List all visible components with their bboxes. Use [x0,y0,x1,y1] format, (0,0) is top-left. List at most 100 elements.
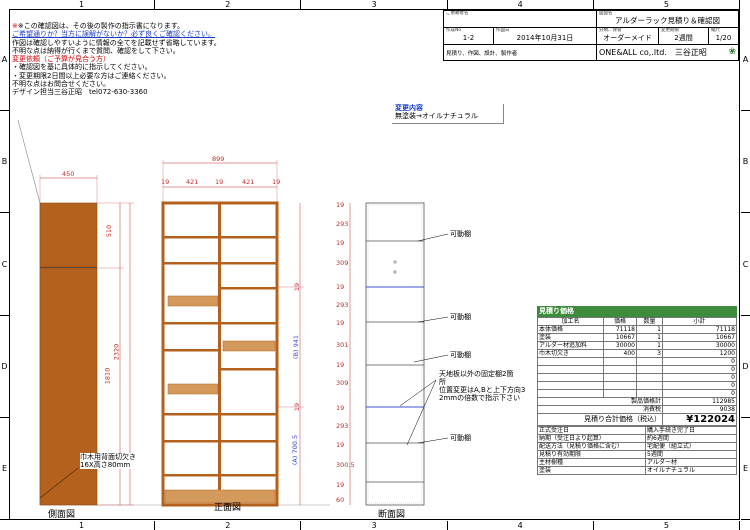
callout-movable-shelf: 可動棚 [450,351,471,359]
estimate-header: 価格 [603,317,637,326]
note-line: 不明な点は納得が行くまで質問、確認をして下さい。 [12,46,180,55]
callout-fixed-shelf-note: 天地板以外の固定棚2箇 所 位置変更はA,Bと上下方向3 2mmの倍数で指示下さ… [439,370,531,402]
note-line: デザイン担当三谷正昭 tel072-630-3360 [12,88,148,97]
fixed-note-line: 天地板以外の固定棚2箇 [439,370,514,378]
dim-front-b: (B) 941 [292,334,301,360]
column-label: 4 [448,0,594,9]
estimate-title: 見積り価格 [537,306,737,317]
row-label: D [741,316,750,418]
side-lower-cabinet [39,267,98,506]
dim-side-width: 450 [62,170,75,178]
row-label: E [0,418,9,521]
dim-front-part: 421 [242,178,255,186]
estimate-header: 加工名 [537,317,604,326]
dim-section: 60 [336,496,345,504]
category-value: オーダーメイド [603,34,652,42]
row-label: B [0,111,9,214]
dim-front-part: 421 [186,178,199,186]
row-label: C [0,213,9,316]
change-box: 変更内容 無塗装→オイルナチュラル [392,104,504,124]
wall-line [17,119,41,204]
row-label: C [741,213,750,316]
column-label: 1 [9,521,156,530]
date-value: 2014年10月31日 [516,34,574,42]
callout-movable-shelf: 可動棚 [450,230,471,238]
front-center-divider [218,203,221,505]
client-label: ご依頼者名 [446,11,469,16]
side-upper-cabinet [39,202,98,268]
dim-front-part: 19 [215,178,224,186]
note-line-heading: 変更依頼（ご予算が見合う方） [12,55,110,64]
front-shelves [163,236,277,477]
side-view-label: 側面図 [48,510,76,520]
dim-front-a: (A) 700.5 [291,434,300,466]
dim-section: 19 [336,239,345,247]
company-logo-icon: ❀ [728,47,736,57]
callout-wiring-cutout: 巾木用背面切欠き 16X高さ80mm [80,453,136,469]
drawing-title: アルダーラック見積り＆確認図 [615,16,720,25]
note-line: ・確認図を基に具体的に指示してください。 [12,63,152,72]
section-view-label: 断面図 [378,510,406,520]
category-label: 分類、保管 [599,28,622,33]
callout-movable-shelf: 可動棚 [450,313,471,321]
front-fixed-shelf [167,383,219,395]
table-row: 0 [537,373,737,382]
note-line: 作図は確認しやすいように情報の全てを記載せず省略しています。 [12,38,221,47]
dim-front-width: 899 [212,155,225,163]
dim-section: 19 [336,319,345,327]
instruction-notes: ※※この確認図は、その後の製作の指示書になります。 ご希望通りか？当方に誤解がな… [12,22,274,97]
number-value: 1-2 [462,34,475,42]
note-line: 不明な点はお問合せください。 [12,80,110,89]
column-label: 5 [594,521,741,530]
dim-section: 309 [336,259,349,267]
dim-section: 19 [336,361,345,369]
dim-front-19: 19 [293,402,302,412]
total-row: 見積り合計価格（税込）¥122024 [537,413,737,426]
row-ruler-right: A B C D E [741,9,750,521]
note-line-emphasis: ご希望通りか？当方に誤解がないか？必ず良くご確認ください。 [12,30,215,39]
column-ruler-top: 1 2 3 4 5 [9,0,741,9]
dim-front-part: 19 [161,178,170,186]
dim-section: 19 [336,404,345,412]
dim-section: 300.5 [336,461,355,469]
callout-movable-shelf: 可動棚 [450,434,471,442]
scale-value: 1/20 [715,34,732,42]
row-label: D [0,316,9,418]
column-ruler-bottom: 1 2 3 4 5 [9,521,741,530]
info-row: 納期（受注日より起算）約6週間 [537,434,737,443]
front-view-label: 正面図 [214,503,242,513]
column-label: 3 [301,0,448,9]
note-line: ※この確認図は、その後の製作の指示書になります。 [17,22,185,30]
front-plinth [164,489,276,504]
drawing-label: 図面名 [599,11,613,16]
dim-section: 19 [336,441,345,449]
section-shelves [366,240,424,483]
change-text: 無塗装→オイルナチュラル [395,112,478,120]
dim-section: 293 [336,301,349,309]
fixed-note-line: 所 [439,378,446,386]
change-title: 変更内容 [395,104,423,112]
number-label: 作成No [446,28,462,33]
column-label: 1 [9,0,156,9]
dim-front-part: 19 [272,178,281,186]
dim-section: 293 [336,220,349,228]
period-label: 変更期限 [661,28,679,33]
dim-side-total: 2320 [112,343,121,361]
table-row: 0 [537,365,737,374]
scale-label: 縮尺 [711,28,720,33]
fixed-note-line: 2mmの倍数で指示下さい [439,394,521,402]
drawing-frame [9,9,740,520]
dim-side-lower: 1810 [103,367,112,385]
callout-leader [39,467,79,499]
dim-side-upper: 510 [105,224,114,238]
dim-section: 301 [336,341,349,349]
column-label: 2 [155,521,302,530]
